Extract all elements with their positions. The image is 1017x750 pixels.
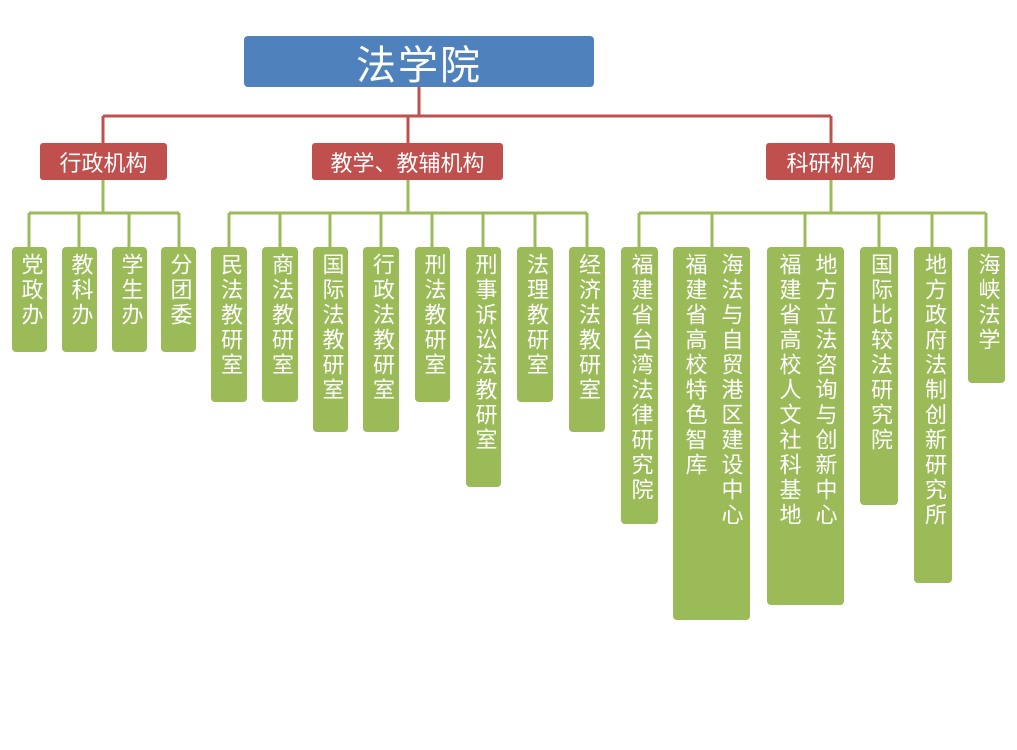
root-connectors <box>101 87 833 143</box>
category-research: 科研机构 <box>766 143 895 180</box>
unit-label: 地方立法咨询与创新中心 <box>811 253 837 528</box>
unit-label: 商法教研室 <box>268 253 293 378</box>
unit-label: 刑事诉讼法教研室 <box>471 253 497 453</box>
root-node-law-school: 法学院 <box>244 36 594 89</box>
unit-label: 行政法教研室 <box>369 253 394 403</box>
unit-label: 海峡法学 <box>974 253 1000 353</box>
unit-label: 福建省高校人文社科基地 <box>775 253 801 528</box>
unit-research-3: 地方立法咨询与创新中心福建省高校人文社科基地 <box>767 247 844 605</box>
unit-label: 福建省高校特色智库 <box>681 253 707 478</box>
unit-research-4: 国际比较法研究院 <box>860 247 898 505</box>
unit-label: 党政办 <box>17 253 43 328</box>
unit-label: 经济法教研室 <box>575 253 600 403</box>
unit-admin-2: 教科办 <box>62 247 97 352</box>
unit-teach-7: 法理教研室 <box>517 247 553 402</box>
unit-teach-6: 刑事诉讼法教研室 <box>466 247 501 487</box>
unit-teach-8: 经济法教研室 <box>569 247 605 432</box>
unit-label: 民法教研室 <box>217 253 242 378</box>
unit-label: 地方政府法制创新研究所 <box>921 253 946 528</box>
unit-teach-1: 民法教研室 <box>211 247 247 402</box>
unit-label: 国际比较法研究院 <box>867 253 892 453</box>
unit-admin-3: 学生办 <box>112 247 147 352</box>
unit-research-5: 地方政府法制创新研究所 <box>914 247 952 583</box>
unit-label: 分团委 <box>166 253 192 328</box>
category-teaching: 教学、教辅机构 <box>312 143 503 180</box>
unit-label: 海法与自贸港区建设中心 <box>717 253 743 528</box>
unit-research-1: 福建省台湾法律研究院 <box>621 247 658 524</box>
research-connectors <box>637 180 988 247</box>
unit-research-6: 海峡法学 <box>968 247 1005 383</box>
admin-connectors <box>27 180 181 247</box>
category-admin: 行政机构 <box>40 143 167 180</box>
unit-label: 刑法教研室 <box>420 253 446 378</box>
unit-research-2: 海法与自贸港区建设中心福建省高校特色智库 <box>673 247 750 620</box>
unit-teach-4: 行政法教研室 <box>363 247 399 432</box>
unit-teach-3: 国际法教研室 <box>313 247 348 432</box>
unit-teach-2: 商法教研室 <box>262 247 298 402</box>
unit-admin-1: 党政办 <box>12 247 47 352</box>
unit-label: 国际法教研室 <box>318 253 344 403</box>
unit-label: 学生办 <box>117 253 143 328</box>
unit-teach-5: 刑法教研室 <box>415 247 450 402</box>
unit-label: 法理教研室 <box>523 253 548 378</box>
teach-connectors <box>227 180 589 247</box>
unit-label: 教科办 <box>67 253 93 328</box>
unit-admin-4: 分团委 <box>161 247 196 352</box>
unit-label: 福建省台湾法律研究院 <box>627 253 653 503</box>
